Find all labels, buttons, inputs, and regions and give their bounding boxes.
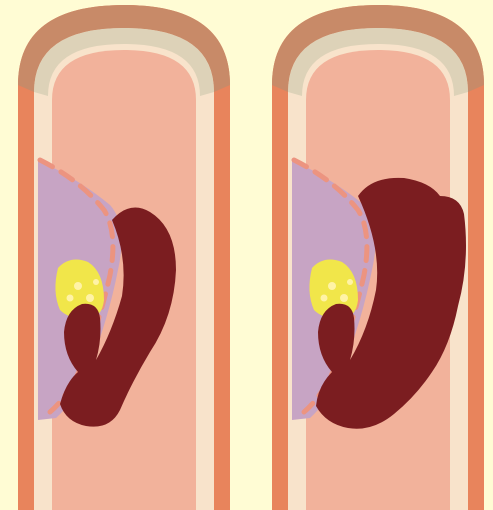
lipid-droplet bbox=[321, 295, 328, 302]
vessel-panel-ruptured-plaque bbox=[0, 0, 240, 510]
lipid-droplet bbox=[74, 282, 82, 290]
vessel-graphic-left bbox=[0, 0, 240, 510]
lipid-droplet bbox=[86, 294, 94, 302]
lipid-droplet bbox=[328, 282, 336, 290]
lipid-droplet bbox=[347, 279, 353, 285]
vessel-graphic-right bbox=[254, 0, 493, 510]
lipid-droplet bbox=[340, 294, 348, 302]
vessel-panel-occlusive-thrombus bbox=[254, 0, 493, 510]
lipid-droplet bbox=[67, 295, 74, 302]
lipid-droplet bbox=[93, 279, 99, 285]
